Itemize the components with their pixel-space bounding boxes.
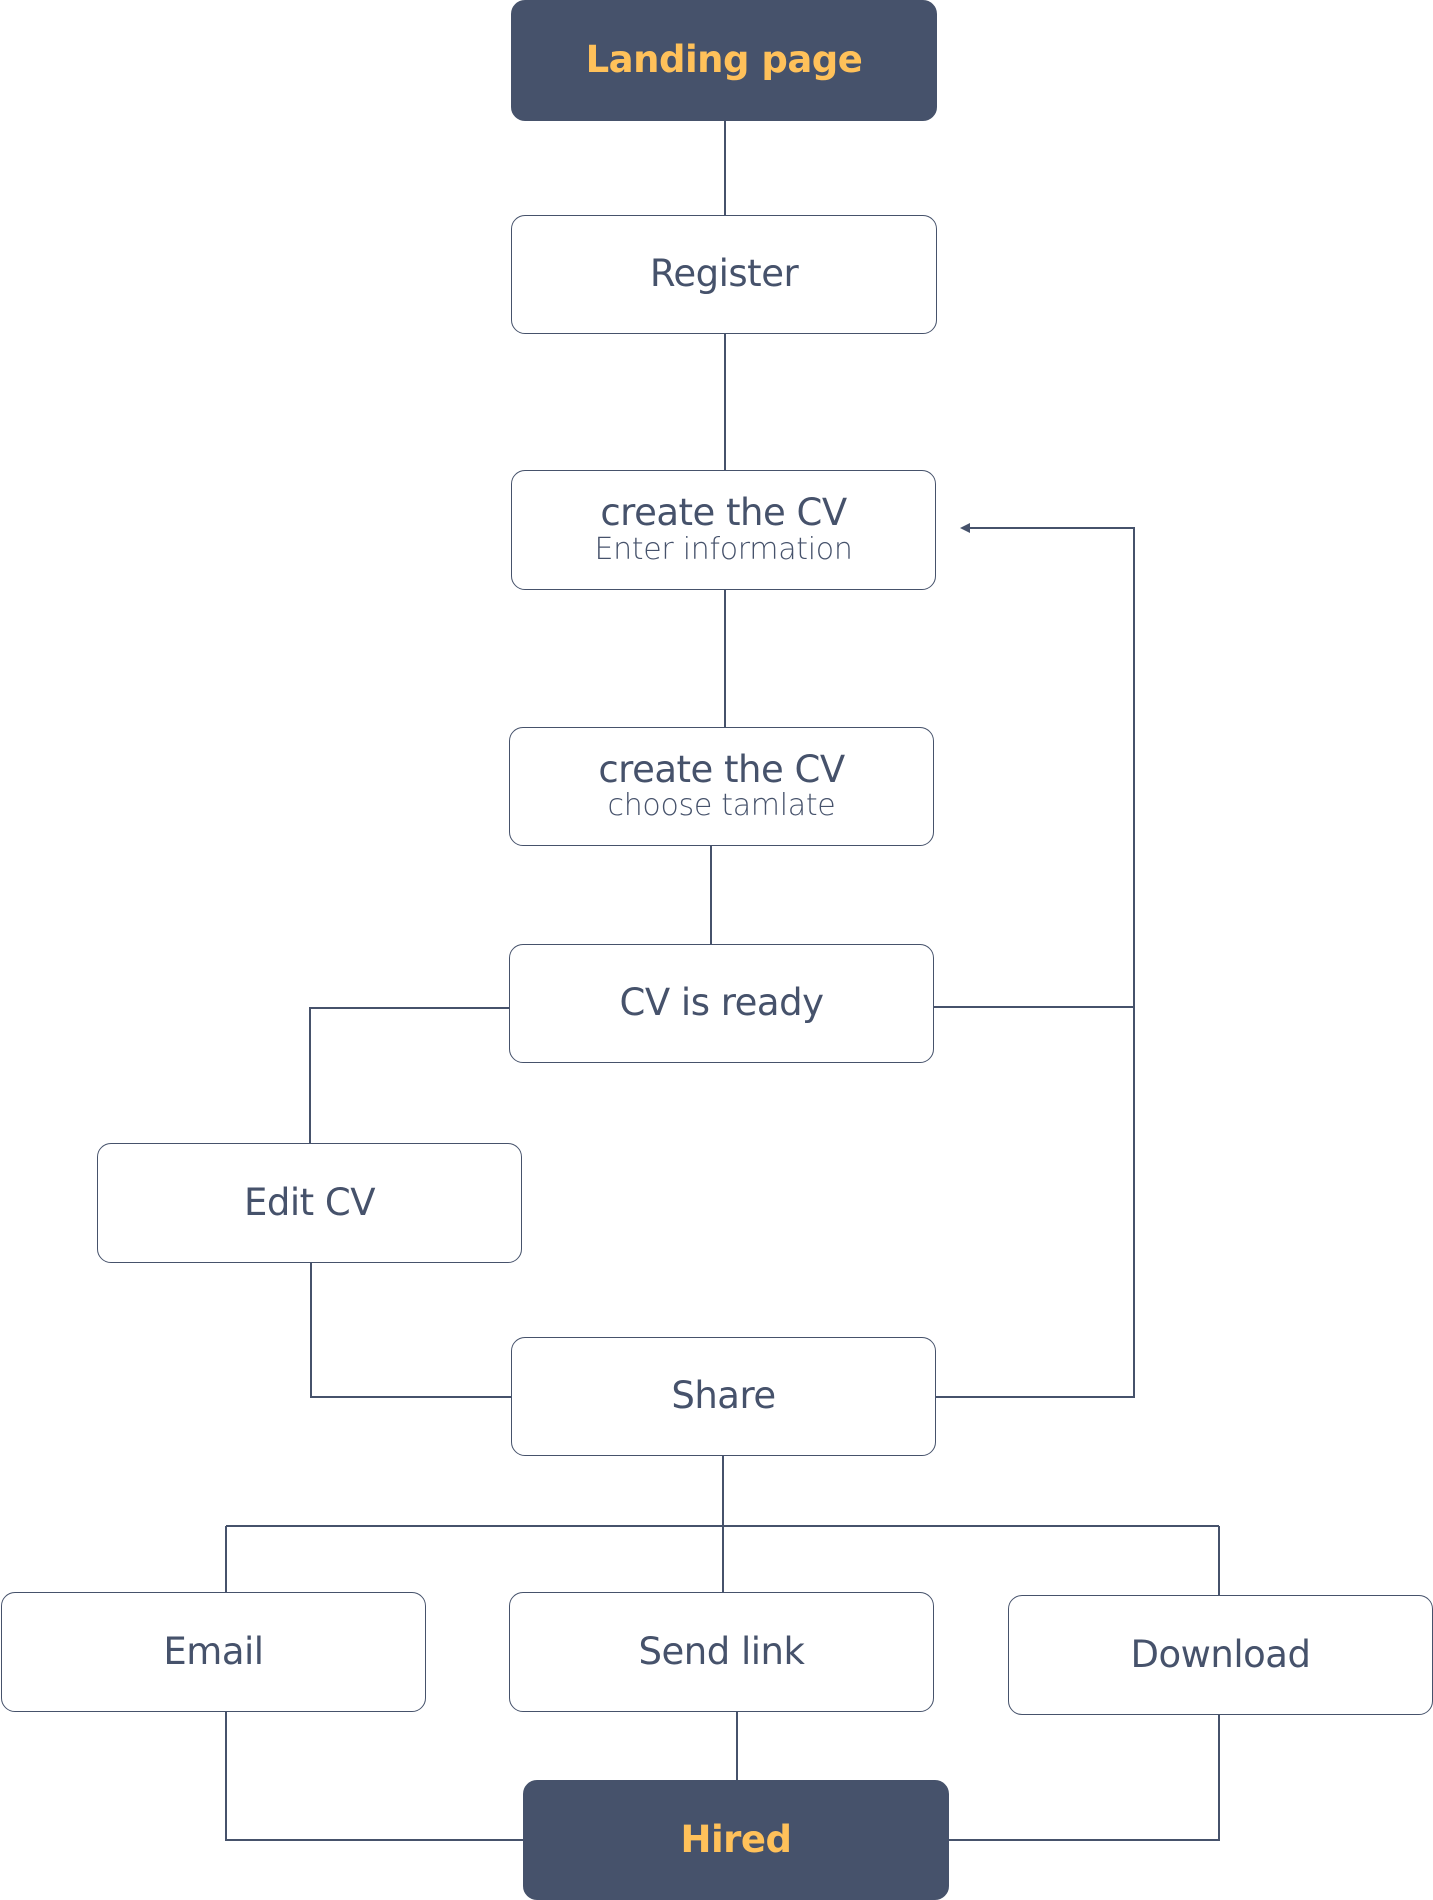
node-edit-cv-label: Edit CV [243,1180,376,1224]
node-cv-ready: CV is ready [509,944,934,1063]
node-download: Download [1008,1595,1433,1715]
node-hired: Hired [523,1780,949,1900]
node-create-cv-enter-information: create the CV Enter information [511,470,936,590]
node-cv-ready-label: CV is ready [619,981,824,1025]
node-landing-page: Landing page [511,0,937,121]
node-create-cv-label: create the CV [598,747,845,791]
connector-email-hired [225,1712,523,1841]
node-send-link-label: Send link [638,1629,805,1673]
node-register-label: Register [649,252,799,296]
node-landing-page-label: Landing page [585,38,863,82]
node-register: Register [511,215,937,334]
node-hired-label: Hired [680,1817,792,1861]
connector-share-loop-arrow [936,523,1135,1398]
node-email: Email [1,1592,426,1712]
node-edit-cv: Edit CV [97,1143,522,1263]
node-create-cv-sublabel: Enter information [594,531,853,567]
connector-edit-share [310,1263,511,1398]
node-create-cv-sublabel: choose tamlate [607,788,836,824]
node-download-label: Download [1130,1632,1311,1676]
node-create-cv-choose-template: create the CV choose tamlate [509,727,934,846]
node-email-label: Email [163,1629,264,1673]
node-create-cv-label: create the CV [600,491,847,535]
node-share: Share [511,1337,936,1456]
node-send-link: Send link [509,1592,934,1712]
connector-download-hired [949,1715,1220,1841]
node-share-label: Share [671,1374,776,1418]
connector-ready-edit [309,1007,509,1143]
